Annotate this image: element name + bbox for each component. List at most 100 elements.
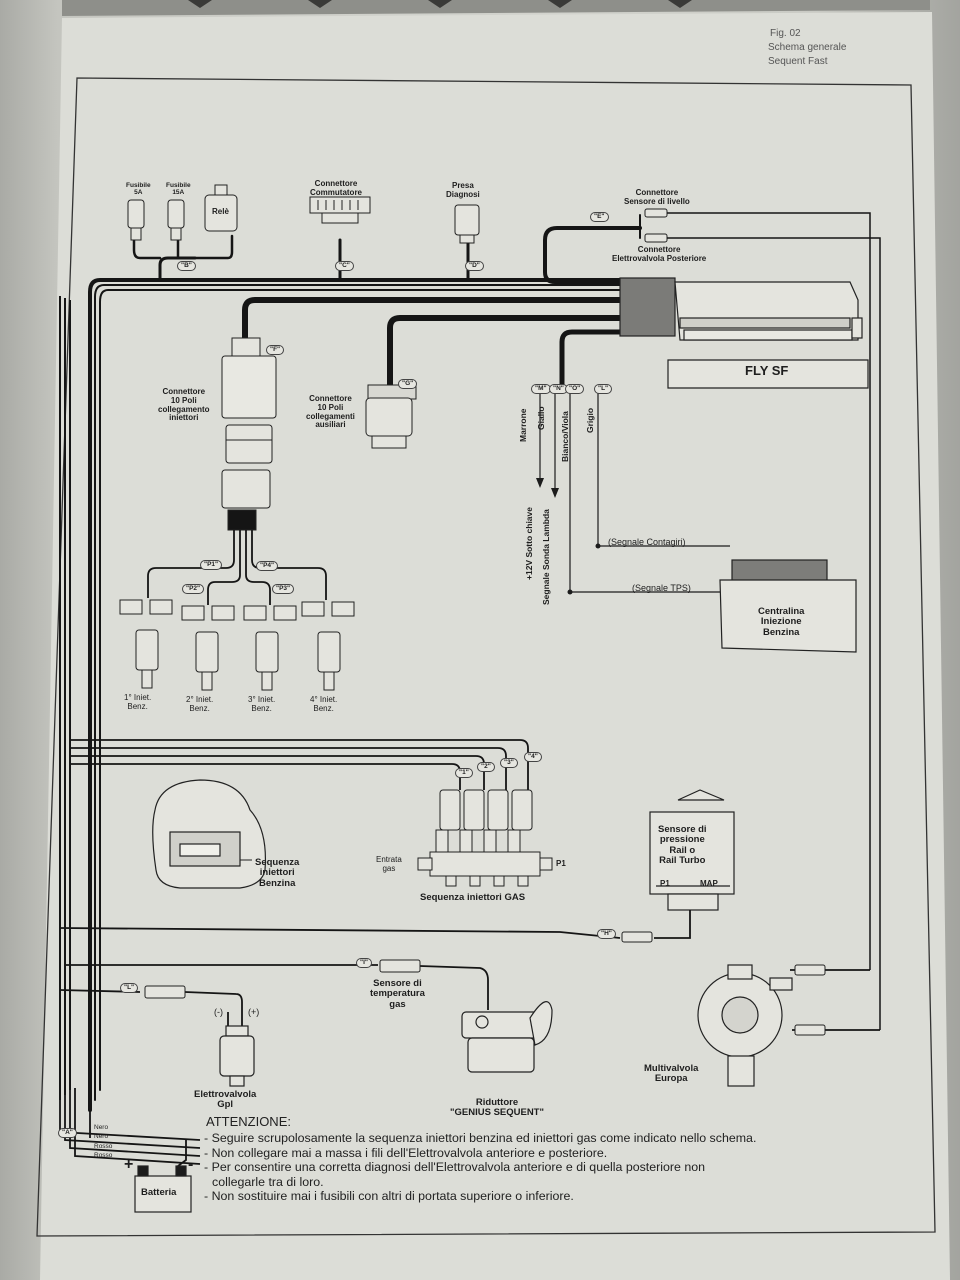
- tag-l-valve: "L": [120, 983, 139, 993]
- fuse-15a-icon: [167, 199, 185, 241]
- wire-rosso-2: Rosso: [94, 1152, 113, 1159]
- petrol-ecu-label: Centralina Iniezione Benzina: [758, 606, 805, 638]
- relay-label: Relè: [212, 207, 229, 216]
- rail-pressure-sensor-icon: [649, 789, 735, 911]
- rail-p1: P1: [660, 879, 670, 888]
- warning-item: collegarle tra di loro.: [212, 1174, 324, 1189]
- wire-nero-1: Nero: [94, 1124, 109, 1131]
- petrol-injector-3-label: 3° Iniet. Benz.: [248, 695, 276, 713]
- warning-item: - Per consentire una corretta diagnosi d…: [204, 1160, 706, 1174]
- aux-connector-label: Connettore 10 Poli collegamenti ausiliar…: [306, 394, 355, 430]
- switch-connector-label: Connettore Commutatore: [310, 179, 363, 197]
- figure-title-line2: Sequent Fast: [768, 56, 828, 67]
- level-sensor-connector-icon: [644, 208, 668, 218]
- multivalve-label: Multivalvola Europa: [644, 1063, 699, 1085]
- tag-d: "D": [465, 261, 484, 271]
- rail-map: MAP: [700, 879, 718, 888]
- fuse-5a-icon: [127, 199, 145, 241]
- tag-2: "2": [477, 762, 495, 772]
- signal-contagiri: (Segnale Contagiri): [608, 537, 686, 547]
- tag-p1: "P1": [200, 560, 223, 570]
- rail-sensor-label: Sensore di pressione Rail o Rail Turbo: [658, 824, 707, 867]
- wire-rosso-1: Rosso: [94, 1143, 113, 1150]
- tag-g: "G": [398, 379, 418, 389]
- warning-item: - Non sostituire mai i fusibili con altr…: [204, 1189, 574, 1203]
- temperature-sensor-icon: [379, 959, 421, 973]
- rear-valve-label: Connettore Elettrovalvola Posteriore: [612, 245, 707, 263]
- gas-sequence-label: Sequenza iniettori GAS: [420, 892, 526, 903]
- warning-item: - Seguire scrupolosamente la sequenza in…: [204, 1131, 757, 1145]
- warning-item: - Non collegare mai a massa i fili dell'…: [204, 1145, 608, 1160]
- battery-minus: -: [188, 1156, 194, 1173]
- tag-p2: "P2": [182, 584, 205, 594]
- fly-sf-ecu-icon: [619, 277, 869, 389]
- multivalve-connector-2-icon: [794, 1024, 826, 1036]
- switch-connector-icon: [309, 196, 371, 224]
- valve-connector-icon: [144, 985, 186, 999]
- wire-sotto-chiave: +12V Sotto chiave: [524, 507, 534, 580]
- battery-label: Batteria: [141, 1187, 177, 1198]
- battery-plus: +: [124, 1156, 134, 1173]
- rail-sensor-connector-icon: [621, 931, 653, 943]
- gas-inlet-label: Entrata gas: [376, 855, 402, 873]
- wire-giallo: Giallo: [536, 406, 546, 430]
- aux-connector-icon: [365, 384, 417, 449]
- rail-p1-label: P1: [556, 859, 566, 868]
- tag-p3: "P3": [272, 584, 295, 594]
- figure-number: Fig. 02: [770, 28, 801, 39]
- injector-connector-label: Connettore 10 Poli collegamento iniettor…: [158, 387, 210, 423]
- tag-a: "A": [58, 1128, 77, 1138]
- wire-nero-2: Nero: [94, 1133, 109, 1140]
- signal-tps: (Segnale TPS): [632, 583, 691, 593]
- petrol-injector-2-label: 2° Iniet. Benz.: [186, 695, 214, 713]
- multivalve-icon: [697, 964, 793, 1087]
- petrol-injector-4-icon: [301, 601, 355, 691]
- tag-i: "I": [356, 958, 372, 968]
- tag-4: "4": [524, 752, 542, 762]
- figure-title-line1: Schema generale: [768, 42, 847, 53]
- rear-valve-connector-icon: [644, 233, 668, 243]
- gas-injector-rail-icon: [417, 789, 553, 887]
- tag-p4: "P4": [256, 561, 279, 571]
- reducer-label: Riduttore "GENIUS SEQUENT": [450, 1097, 544, 1119]
- wire-marrone: Marrone: [518, 408, 528, 442]
- petrol-injector-1-label: 1° Iniet. Benz.: [124, 693, 152, 711]
- tag-b: "B": [177, 261, 196, 271]
- warning-title: ATTENZIONE:: [206, 1114, 291, 1129]
- tag-1: "1": [455, 768, 473, 778]
- petrol-ecu-icon: [719, 559, 857, 653]
- wire-grigio: Grigio: [585, 407, 595, 433]
- multivalve-connector-icon: [794, 964, 826, 976]
- tag-3: "3": [500, 758, 518, 768]
- genius-reducer-icon: [461, 1001, 553, 1073]
- tag-e: "E": [590, 212, 609, 222]
- injector-connector-icon: [221, 337, 277, 531]
- diagram-frame: [36, 77, 936, 1237]
- petrol-injector-2-icon: [181, 605, 235, 691]
- wire-sonda-lambda: Segnale Sonda Lambda: [541, 509, 551, 605]
- lpg-valve-label: Elettrovalvola Gpl: [194, 1089, 257, 1111]
- petrol-injector-3-icon: [243, 605, 297, 691]
- tag-o: "O": [565, 384, 585, 394]
- diagnostic-plug-label: Presa Diagnosi: [446, 181, 480, 199]
- diagnostic-plug-icon: [454, 204, 480, 244]
- fuse-15a-label: Fusibile 15A: [166, 182, 191, 197]
- lpg-solenoid-valve-icon: [219, 1025, 255, 1087]
- fuse-5a-label: Fusibile 5A: [126, 182, 151, 197]
- tag-l: "L": [594, 384, 613, 394]
- valve-plus-label: (+): [248, 1007, 260, 1017]
- tag-c: "C": [335, 261, 354, 271]
- petrol-injector-1-icon: [119, 599, 173, 689]
- relay-icon: [204, 184, 238, 232]
- petrol-sequence-label: Sequenza iniettori Benzina: [255, 857, 300, 889]
- ecu-label: FLY SF: [745, 363, 789, 378]
- car-front-icon: [152, 779, 267, 889]
- wire-bianco-viola: Bianco/Viola: [560, 411, 570, 462]
- tag-m: "M": [531, 384, 551, 394]
- battery-icon: [134, 1165, 192, 1213]
- valve-minus-label: (-): [214, 1007, 223, 1017]
- tag-h: "H": [597, 929, 616, 939]
- tag-f: "F": [266, 345, 285, 355]
